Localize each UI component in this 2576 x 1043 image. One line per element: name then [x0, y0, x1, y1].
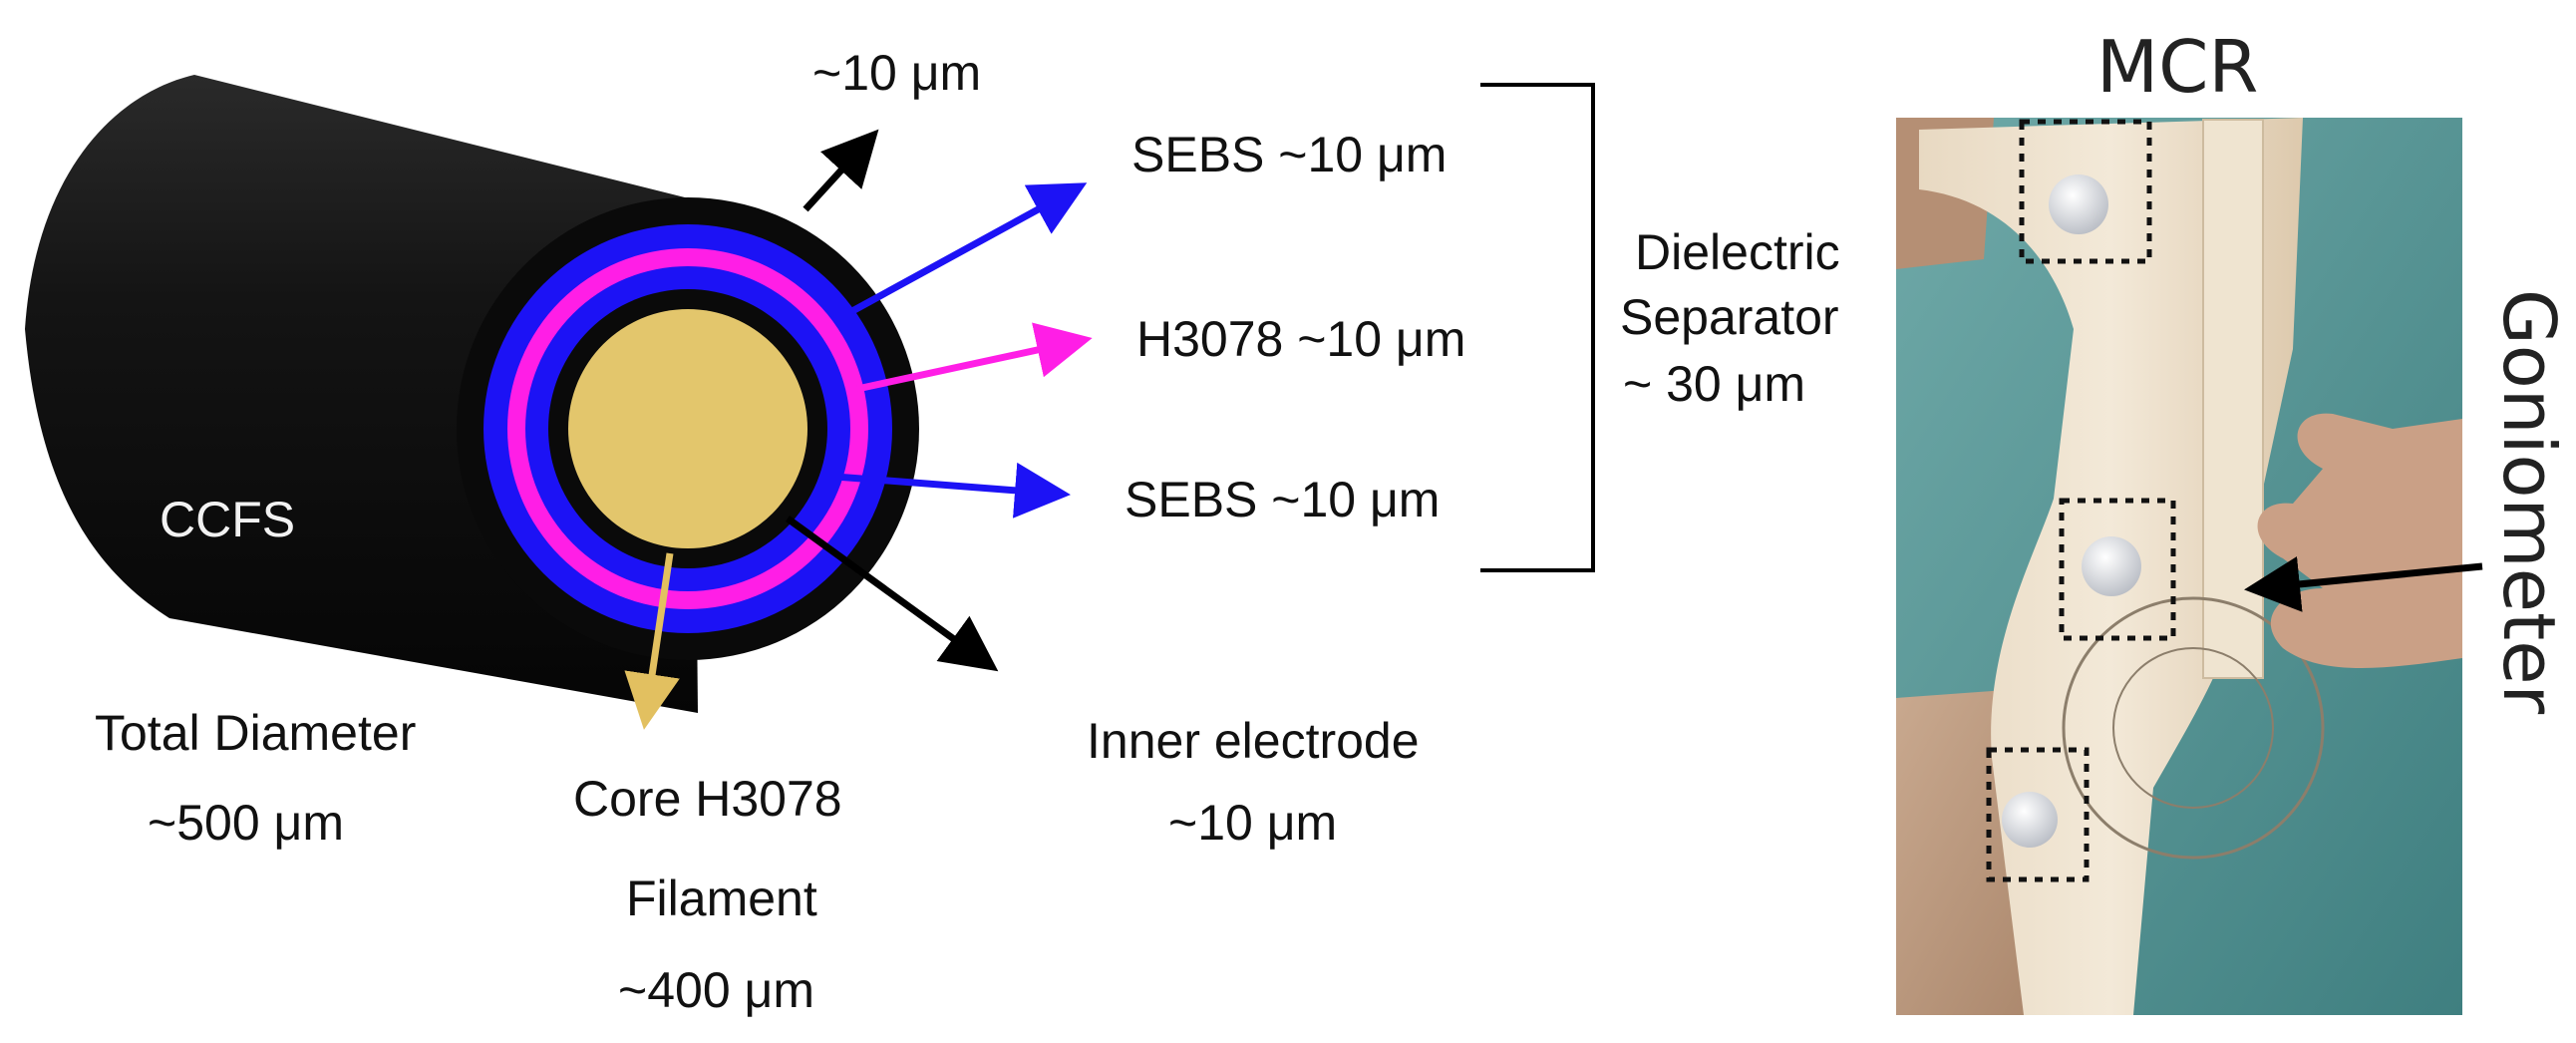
goniometer-dial: [2062, 596, 2325, 860]
outer-layer-label: ~10 μm: [812, 45, 981, 101]
core-label-line3: ~400 μm: [618, 962, 814, 1018]
inner-electrode-label-line2: ~10 μm: [1168, 795, 1337, 851]
goniometer-arm: [2202, 119, 2264, 679]
core-label-line1: Core H3078: [573, 771, 842, 827]
core-label-line2: Filament: [626, 870, 817, 926]
sebs-top-arrow: [850, 182, 1088, 315]
total-diameter-label-line2: ~500 μm: [148, 795, 344, 851]
marker-bottom: [1986, 747, 2090, 882]
ccfs-cylinder: CCFS: [25, 75, 919, 713]
inner-electrode-arrow: [785, 516, 999, 672]
dielectric-label-line1: Dielectric: [1635, 224, 1840, 280]
goniometer-pointer-arrow: [2244, 556, 2483, 612]
sebs-top-label: SEBS ~10 μm: [1131, 127, 1447, 182]
goniometer-label: Goniometer: [2487, 289, 2571, 714]
mcr-photo: [1896, 118, 2483, 1015]
sebs-bottom-label: SEBS ~10 μm: [1125, 472, 1440, 527]
total-diameter-label-line1: Total Diameter: [95, 705, 416, 761]
marker-top: [2019, 119, 2152, 264]
core-filament: [568, 309, 807, 548]
h3078-label: H3078 ~10 μm: [1136, 311, 1465, 367]
photo-title: MCR: [2096, 25, 2258, 109]
dielectric-label-line2: Separator: [1620, 289, 1839, 345]
marker-middle: [2059, 498, 2176, 641]
examiner-hand: [2257, 413, 2462, 668]
sebs-bottom-arrow: [834, 462, 1071, 519]
dielectric-bracket: [1480, 83, 1595, 572]
dielectric-label-line3: ~ 30 μm: [1623, 356, 1805, 412]
outer-layer-arrow: [803, 129, 879, 212]
inner-electrode-label-line1: Inner electrode: [1087, 713, 1420, 769]
cylinder-label: CCFS: [160, 492, 295, 547]
layer-arrows: [624, 129, 1093, 730]
h3078-arrow: [856, 322, 1093, 393]
core-arrow: [624, 552, 680, 730]
goniometer-dial-inner: [2112, 647, 2274, 809]
